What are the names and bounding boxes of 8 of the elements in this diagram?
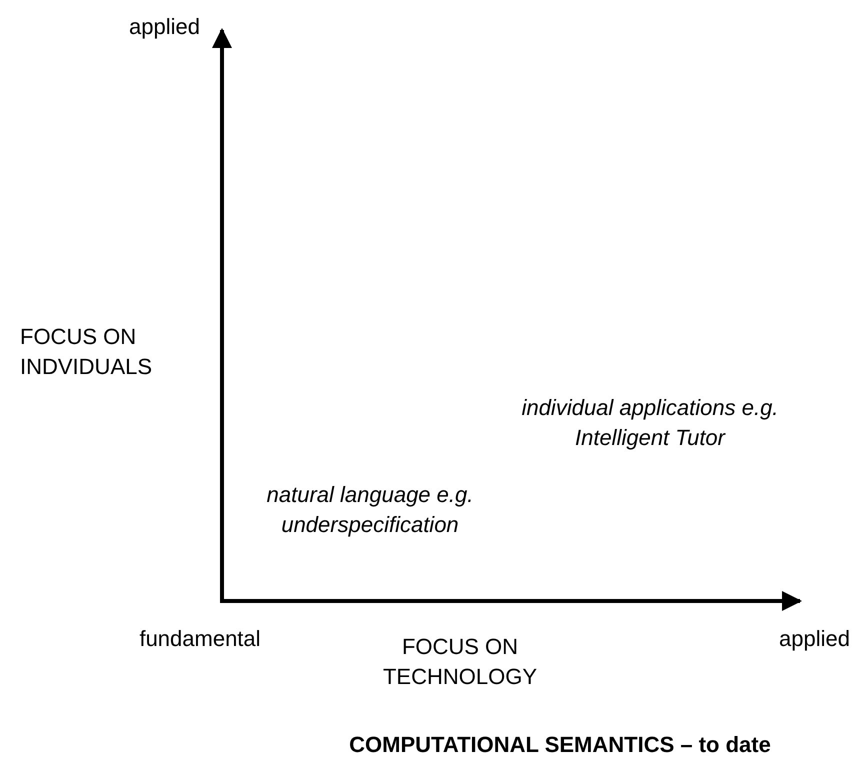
axis-end-label: fundamental (138, 625, 262, 653)
axis-title: FOCUS ON TECHNOLOGY (382, 633, 538, 691)
axis-title: FOCUS ON INDVIDUALS (20, 323, 154, 381)
quadrant-note: individual applications e.g. Intelligent Tutor (520, 394, 780, 452)
quadrant-note: natural language e.g. underspecification (266, 481, 474, 539)
axis-end-label: applied (128, 13, 200, 41)
caption: COMPUTATIONAL SEMANTICS – to date (348, 731, 772, 759)
axis-end-label: applied (778, 625, 850, 653)
